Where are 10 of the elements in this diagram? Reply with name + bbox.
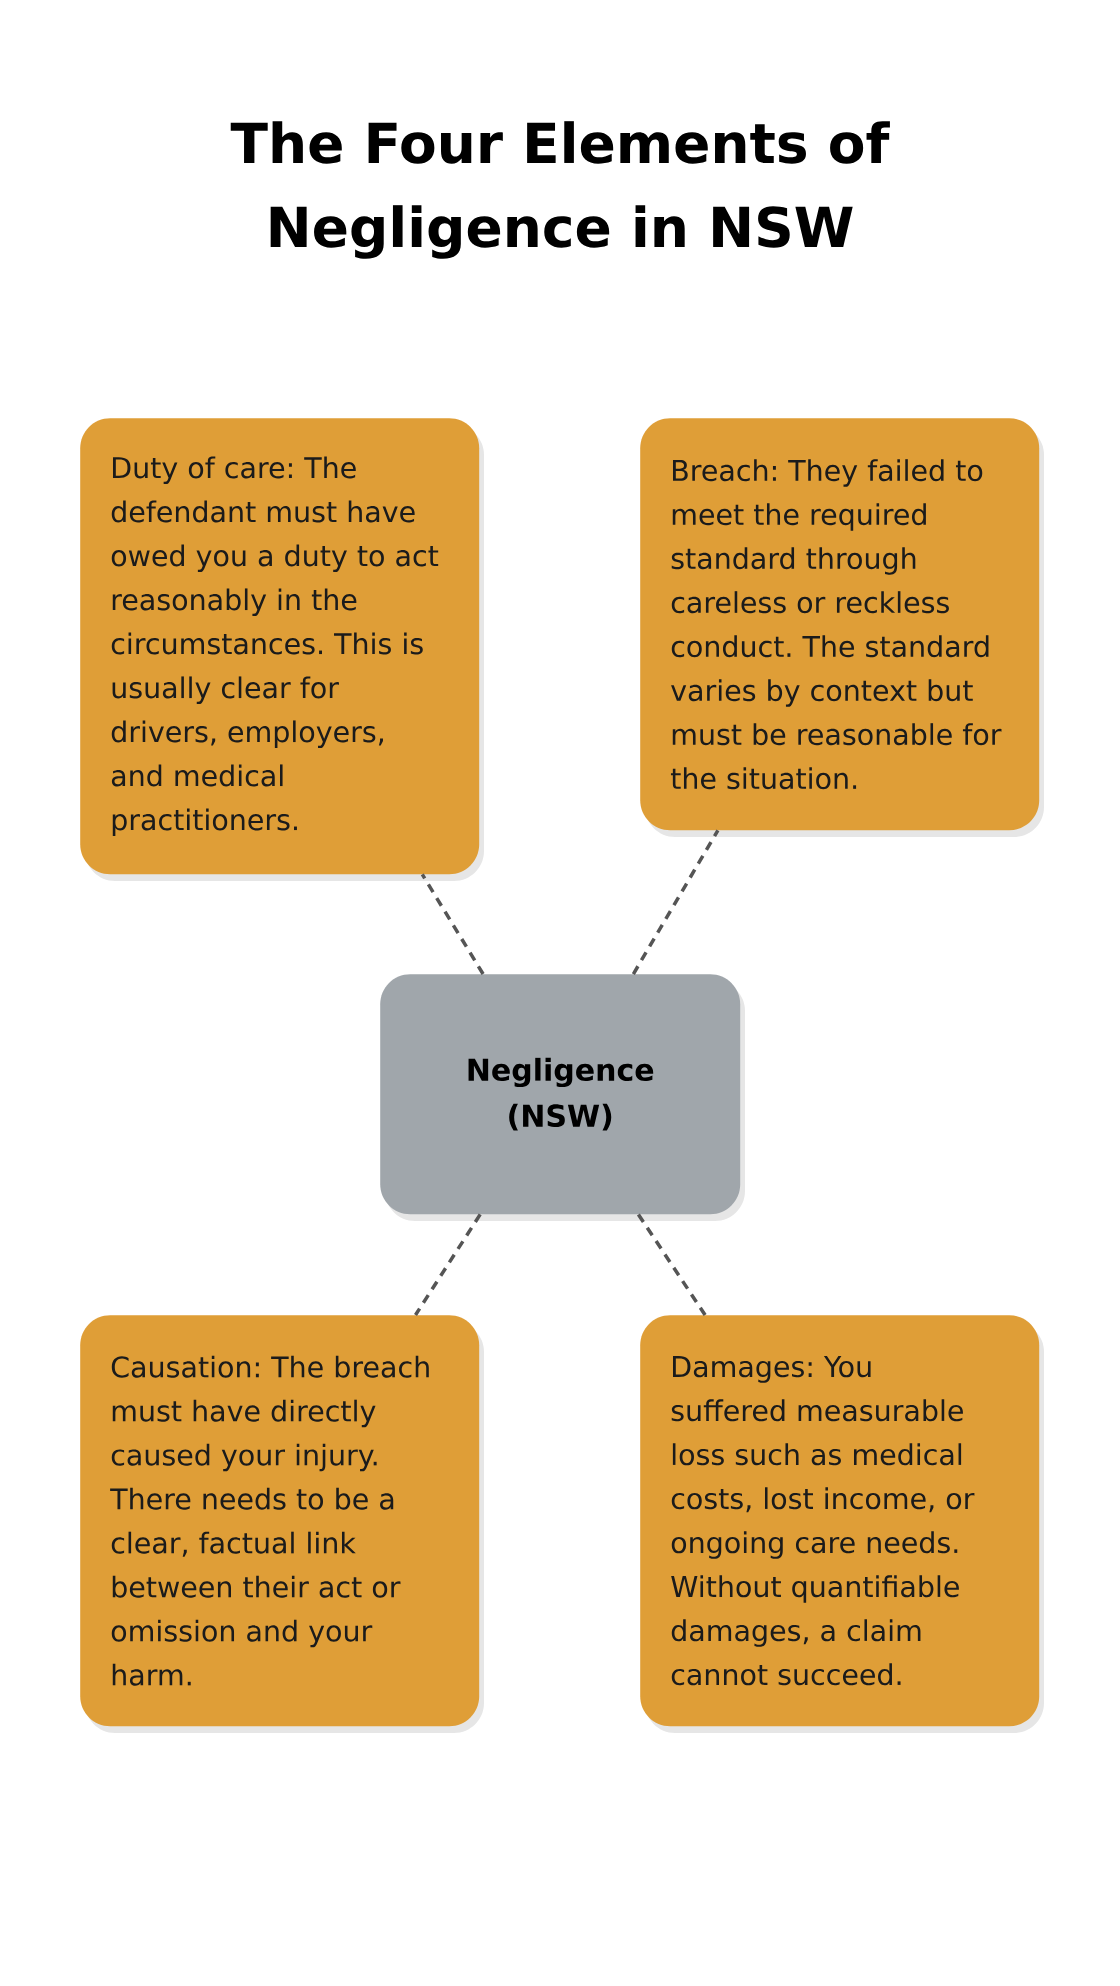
dashed-connector xyxy=(420,873,485,975)
element-box: Causation: The breach must have directly caused your injury. There needs to be a clear, factual link between their act or omission and your harm. xyxy=(80,1315,484,1733)
title: The Four Elements of Negligence in NSW xyxy=(230,121,890,259)
dashed-connector xyxy=(631,829,720,975)
dashed-connector xyxy=(414,1213,482,1316)
element-box: Duty of care: The defendant must have owed you a duty to act reasonably in the circumstances. This is usually clear for drivers, employers, and medical practitioners. xyxy=(80,418,484,881)
dashed-connector xyxy=(636,1213,707,1316)
element-box: Damages: You suffered measurable loss such as medical costs, lost income, or ongoing care needs. Without quantifiable damages, a claim cannot succeed. xyxy=(640,1315,1044,1733)
element-box: Breach: They failed to meet the required standard through careless or reckless conduct. The standard varies by context but must be reasonable for the situation. xyxy=(640,418,1044,837)
topic-box: Negligence (NSW) xyxy=(380,974,745,1221)
